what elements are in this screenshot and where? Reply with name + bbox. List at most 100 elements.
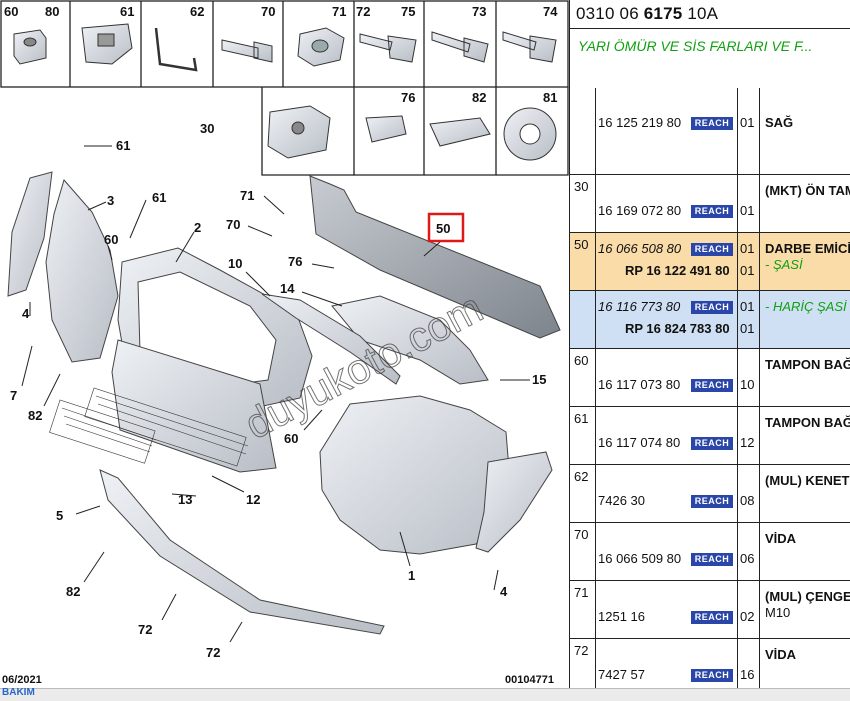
quantity: 01: [740, 203, 755, 218]
thumb-label: 30: [200, 121, 214, 136]
part-5: [99, 469, 385, 635]
key-cell: 30: [570, 175, 596, 233]
thumb-label: 74: [543, 4, 558, 19]
screw-icon-73: [431, 31, 489, 63]
callout-50-highlight: [427, 212, 465, 243]
description: TAMPON BAĞ: [765, 415, 850, 430]
description: TAMPON BAĞ: [765, 357, 850, 372]
callout-label: 4: [22, 306, 30, 321]
quantity: 01: [740, 299, 755, 314]
part-reference: 0310 06 6175 10A: [576, 4, 719, 23]
description-cell: VİDA: [759, 523, 850, 581]
thumb-label: 80: [45, 4, 59, 19]
callout-label: 5: [56, 508, 63, 523]
key-cell: [570, 88, 596, 175]
part-number-cell: 16 169 072 80 REACH: [595, 175, 738, 233]
description-cell: TAMPON BAĞ: [759, 349, 850, 407]
bottom-tab[interactable]: BAKIM: [2, 687, 35, 698]
thumb-label: 62: [190, 4, 204, 19]
reach-badge: REACH: [691, 301, 733, 314]
callout-label: 7: [10, 388, 17, 403]
parts-list-panel: 0310 06 6175 10A YARI ÖMÜR VE SİS FARLAR…: [569, 0, 850, 688]
quantity: 01: [740, 241, 755, 256]
thumb-label: 73: [472, 4, 486, 19]
callout-label: 14: [280, 281, 295, 296]
thumb-label: 82: [472, 90, 486, 105]
callout-label: 72: [138, 622, 152, 637]
description-cell: (MUL) KENET: [759, 465, 850, 523]
part-10: [261, 293, 401, 385]
part-50-beam: [309, 175, 561, 339]
callout-label: 13: [178, 492, 192, 507]
part-number: 7426 30: [598, 493, 645, 508]
key-cell: 71: [570, 581, 596, 639]
thumb-label: 81: [543, 90, 557, 105]
reach-badge: REACH: [691, 379, 733, 392]
quantity-cell: 01: [737, 88, 760, 175]
part-14: [331, 295, 489, 385]
grille-12: [84, 387, 247, 467]
description-cell: - HARİÇ ŞASİ: [759, 291, 850, 349]
thumb-label: 61: [120, 4, 134, 19]
nut-insert-icon: [13, 29, 47, 65]
thumb-label: 76: [401, 90, 415, 105]
bolt-icon-70: [221, 39, 273, 63]
reach-badge: REACH: [691, 495, 733, 508]
screw-icon-74: [502, 31, 557, 63]
group-description: YARI ÖMÜR VE SİS FARLARI VE F...: [578, 38, 813, 54]
sub-description: - ŞASİ: [765, 257, 803, 272]
thumb-label: 60: [4, 4, 18, 19]
row-key: 62: [574, 469, 589, 484]
part-number: 16 169 072 80: [598, 203, 682, 218]
quantity: 02: [740, 609, 755, 624]
screw-icon-72: [359, 33, 417, 63]
reach-badge: REACH: [691, 205, 733, 218]
reach-badge: REACH: [691, 117, 733, 130]
description: VİDA: [765, 531, 797, 546]
key-cell: 62: [570, 465, 596, 523]
part-3: [45, 178, 119, 363]
callout-label: 61: [116, 138, 130, 153]
part-number-cell: 16 125 219 80 REACH: [595, 88, 738, 175]
callout-label: 10: [228, 256, 242, 271]
part-number: 16 125 219 80: [598, 115, 682, 130]
diagram-date: 06/2021: [2, 674, 42, 686]
callout-label: 61: [152, 190, 166, 205]
reach-badge: REACH: [691, 611, 733, 624]
description-cell: (MKT) ÖN TAM: [759, 175, 850, 233]
quantity-cell: 10: [737, 349, 760, 407]
callout-label: 82: [28, 408, 42, 423]
description: (MUL) ÇENGEL: [765, 589, 850, 604]
description: SAĞ: [765, 115, 794, 130]
callout-label: 12: [246, 492, 260, 507]
description: VİDA: [765, 647, 797, 662]
part-number: 16 066 508 80: [598, 241, 682, 256]
key-cell: [570, 291, 596, 349]
description: (MUL) KENET: [765, 473, 850, 488]
row-key: 71: [574, 585, 589, 600]
part-number: 16 066 509 80: [598, 551, 682, 566]
part-number: 16 117 074 80: [598, 435, 681, 450]
table-row[interactable]: 16 125 219 80 REACH 01 SAĞ: [570, 88, 850, 175]
description-cell: TAMPON BAĞ: [759, 407, 850, 465]
quantity: 12: [740, 435, 755, 450]
quantity-cell: 02: [737, 581, 760, 639]
row-key: 61: [574, 411, 589, 426]
